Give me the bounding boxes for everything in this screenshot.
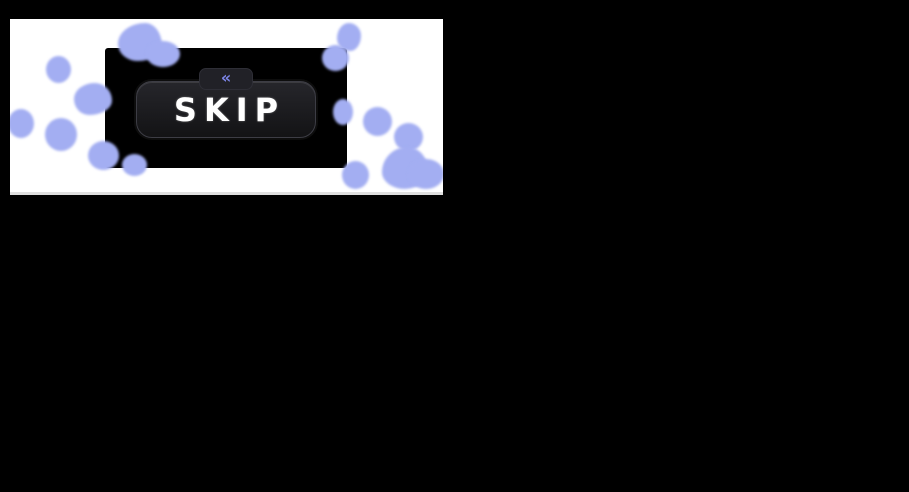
skip-button-label: SKIP xyxy=(173,90,286,129)
paint-blob xyxy=(10,109,34,138)
paint-blob xyxy=(408,159,443,189)
rewind-button[interactable]: « xyxy=(199,68,253,90)
paint-blob xyxy=(45,118,77,151)
paint-blob xyxy=(394,123,423,151)
paint-blob xyxy=(337,23,361,51)
skip-button[interactable]: SKIP xyxy=(136,81,316,138)
double-chevron-left-icon: « xyxy=(220,68,232,87)
paint-blob xyxy=(46,56,71,83)
paint-blob xyxy=(382,147,428,189)
paint-blob xyxy=(363,107,392,136)
ad-panel: « SKIP xyxy=(10,19,443,195)
ad-inner-region: « SKIP xyxy=(105,48,347,168)
